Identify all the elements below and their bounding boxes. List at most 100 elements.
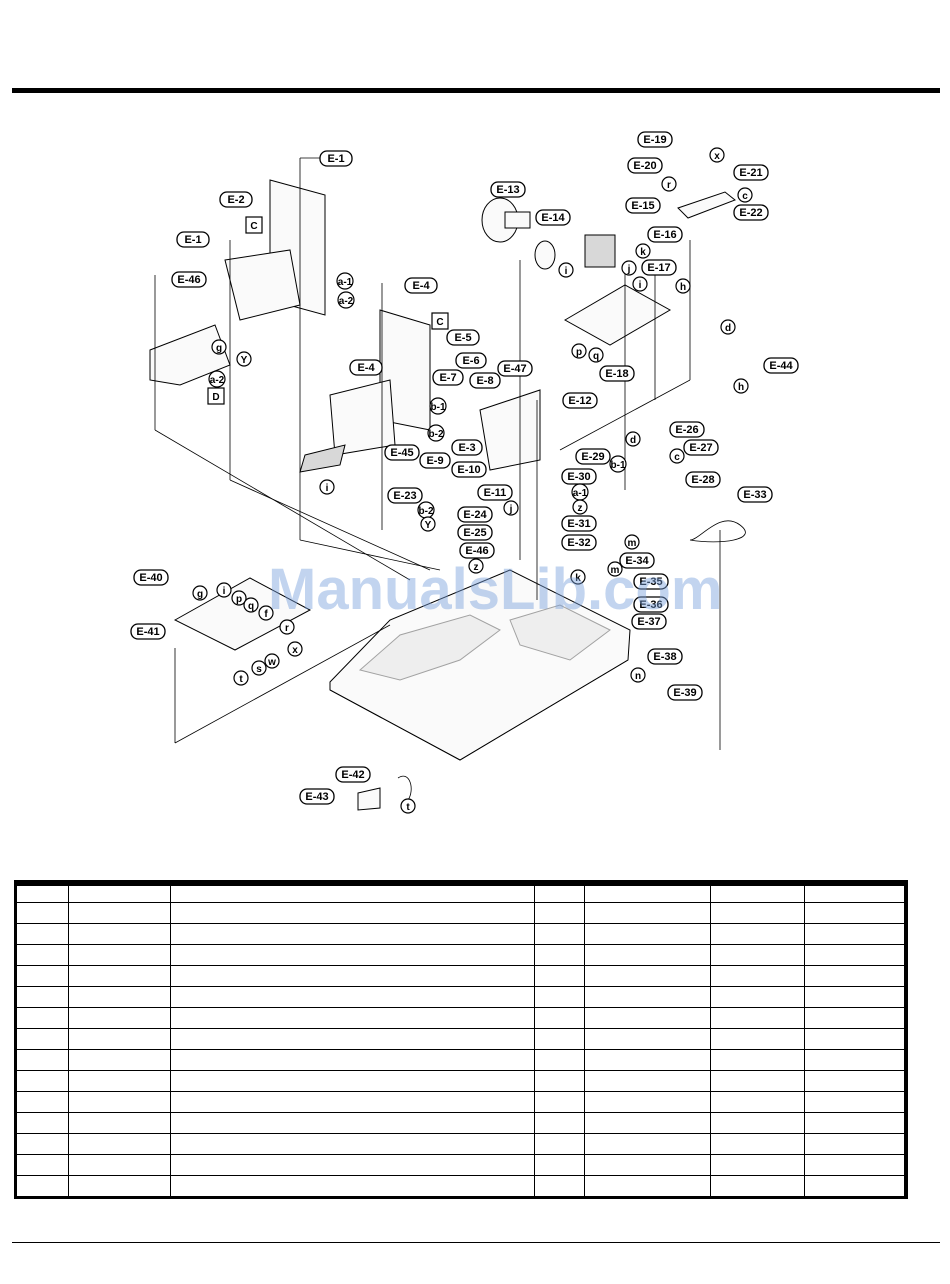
table-cell xyxy=(904,1175,907,1198)
callouts: E-1 E-2 E-1 E-46 E-4 E-5 E-4 E-6 E-7 E-8… xyxy=(130,131,799,805)
callout-e37: E-37 xyxy=(631,613,667,630)
table-cell xyxy=(583,1028,712,1050)
svg-text:E-25: E-25 xyxy=(463,527,486,539)
connector-i2: i xyxy=(558,262,574,278)
svg-text:j: j xyxy=(509,504,513,515)
table-cell xyxy=(803,986,906,1008)
svg-text:m: m xyxy=(611,565,620,576)
callout-e22: E-22 xyxy=(733,204,769,221)
table-cell xyxy=(67,1049,172,1071)
connector-h1: h xyxy=(675,278,691,294)
exploded-parts-diagram: E-1 E-2 E-1 E-46 E-4 E-5 E-4 E-6 E-7 E-8… xyxy=(130,131,799,814)
callout-e5: E-5 xyxy=(446,329,480,346)
square-c2: C xyxy=(431,312,449,330)
table-cell xyxy=(15,1091,69,1113)
table-cell xyxy=(904,923,907,945)
svg-text:E-36: E-36 xyxy=(639,599,662,611)
connector-c1: c xyxy=(737,187,753,203)
svg-text:E-16: E-16 xyxy=(653,229,676,241)
svg-text:k: k xyxy=(640,247,646,258)
table-row xyxy=(15,986,907,1008)
callout-e44: E-44 xyxy=(763,357,799,374)
table-cell xyxy=(15,965,69,987)
table-cell xyxy=(170,882,536,903)
table-cell xyxy=(67,944,172,966)
table-row xyxy=(15,902,907,924)
svg-text:n: n xyxy=(635,671,641,682)
table-cell xyxy=(904,986,907,1008)
table-row xyxy=(15,1049,907,1071)
callout-e2: E-2 xyxy=(219,191,253,208)
table-cell xyxy=(67,902,172,924)
svg-text:E-12: E-12 xyxy=(568,395,591,407)
callout-e39: E-39 xyxy=(667,684,703,701)
leader-lines xyxy=(154,157,721,750)
table-cell xyxy=(170,944,536,966)
connector-a1a: a-1 xyxy=(336,272,354,290)
table-cell xyxy=(15,1049,69,1071)
svg-text:i: i xyxy=(565,266,568,277)
connector-i4: i xyxy=(216,582,232,598)
connector-j1: j xyxy=(503,500,519,516)
table-cell xyxy=(534,1133,585,1155)
table-cell xyxy=(67,1112,172,1134)
connector-t1: t xyxy=(233,670,249,686)
table-cell xyxy=(710,1154,805,1176)
callout-e29: E-29 xyxy=(575,448,611,465)
connector-y1: Y xyxy=(236,351,252,367)
svg-text:E-8: E-8 xyxy=(476,375,493,387)
svg-text:E-20: E-20 xyxy=(633,160,656,172)
connector-k2: k xyxy=(570,569,586,585)
svg-text:E-27: E-27 xyxy=(689,442,712,454)
callout-e42: E-42 xyxy=(335,766,371,783)
table-cell xyxy=(534,902,585,924)
cutter-cover-part xyxy=(149,324,231,386)
table-cell xyxy=(583,923,712,945)
svg-text:E-35: E-35 xyxy=(639,576,662,588)
connector-z1: z xyxy=(468,558,484,574)
svg-text:c: c xyxy=(674,452,680,463)
svg-text:r: r xyxy=(285,623,289,634)
svg-text:E-43: E-43 xyxy=(305,791,328,803)
svg-text:s: s xyxy=(256,664,262,675)
table-cell xyxy=(534,1154,585,1176)
table-cell xyxy=(534,1007,585,1029)
table-cell xyxy=(904,944,907,966)
svg-text:x: x xyxy=(714,151,720,162)
svg-text:t: t xyxy=(406,802,410,813)
table-cell xyxy=(583,1091,712,1113)
svg-text:Y: Y xyxy=(241,355,248,366)
svg-text:f: f xyxy=(264,609,268,620)
svg-text:E-44: E-44 xyxy=(769,360,793,372)
connector-p1: p xyxy=(571,343,587,359)
connector-z2: z xyxy=(572,499,588,515)
table-cell xyxy=(170,1049,536,1071)
table-cell xyxy=(67,1154,172,1176)
table-cell xyxy=(583,1070,712,1092)
table-cell xyxy=(170,1028,536,1050)
callout-e31: E-31 xyxy=(561,515,597,532)
svg-text:E-38: E-38 xyxy=(653,651,676,663)
table-cell xyxy=(170,965,536,987)
connector-x2: x xyxy=(287,641,303,657)
connector-b1b: b-1 xyxy=(609,455,627,473)
connector-h2: h xyxy=(733,378,749,394)
svg-text:E-4: E-4 xyxy=(412,280,430,292)
svg-text:E-34: E-34 xyxy=(625,555,649,567)
table-cell xyxy=(583,1154,712,1176)
svg-text:E-19: E-19 xyxy=(643,134,666,146)
table-cell xyxy=(170,1091,536,1113)
table-row xyxy=(15,1154,907,1176)
svg-text:z: z xyxy=(474,562,479,573)
table-cell xyxy=(534,1175,585,1198)
table-cell xyxy=(170,1112,536,1134)
bottom-rule xyxy=(12,1242,940,1243)
table-cell xyxy=(67,986,172,1008)
table-cell xyxy=(583,965,712,987)
table-cell xyxy=(534,923,585,945)
callout-e14: E-14 xyxy=(535,209,571,226)
callout-e9: E-9 xyxy=(419,452,451,469)
square-c1: C xyxy=(245,216,263,234)
svg-text:E-22: E-22 xyxy=(739,207,762,219)
table-cell xyxy=(803,1091,906,1113)
